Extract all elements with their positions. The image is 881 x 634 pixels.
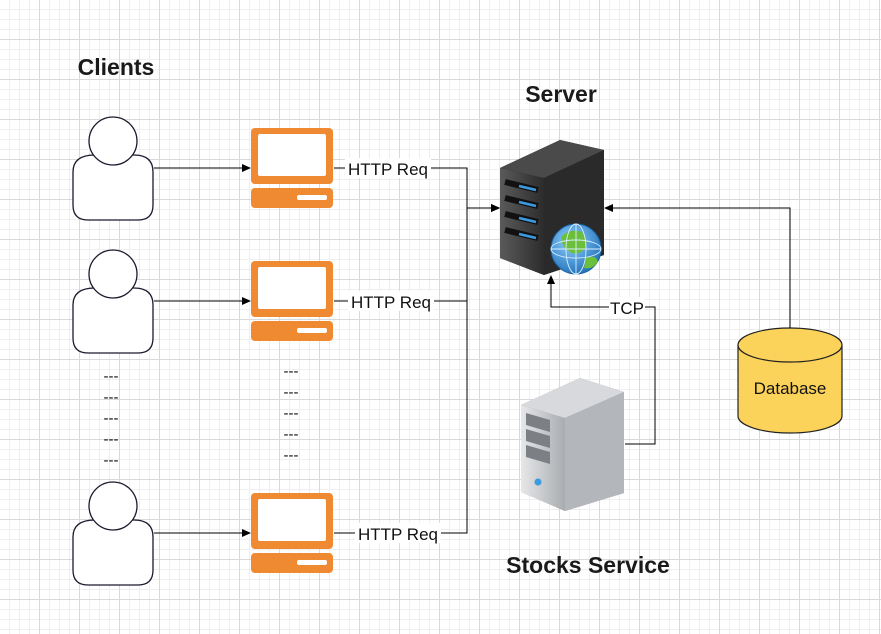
svg-text:---: --- [104,452,119,469]
database-label: Database [754,379,827,398]
stocks-service-title: Stocks Service [506,552,670,578]
globe-icon [550,223,602,275]
computer-icon-3[interactable] [251,493,333,573]
edge-label-http-3: HTTP Req [358,525,438,544]
stocks-to-server-edge [547,275,656,445]
user-1[interactable] [72,116,154,221]
edge-label-http-2: HTTP Req [351,293,431,312]
svg-text:---: --- [104,431,119,448]
edge-label-http-1: HTTP Req [348,160,428,179]
svg-text:---: --- [284,363,299,380]
user-3[interactable] [72,481,154,586]
svg-text:---: --- [284,447,299,464]
database-to-server-edge [604,204,791,328]
svg-text:---: --- [284,405,299,422]
server-title: Server [525,81,597,107]
edge-label-tcp: TCP [610,299,644,318]
svg-text:---: --- [104,368,119,385]
database-cylinder[interactable] [737,327,843,434]
computer-3-to-server-edge [334,204,500,534]
computer-icon-2[interactable] [251,261,333,341]
computers-ellipsis: --- --- --- --- --- [284,363,299,464]
svg-text:---: --- [104,410,119,427]
clients-title: Clients [78,54,155,80]
clients-ellipsis: --- --- --- --- --- [104,368,119,469]
computer-2-to-server-edge [334,204,500,302]
svg-text:---: --- [104,389,119,406]
stocks-service-server-icon[interactable] [521,378,624,511]
user-2[interactable] [72,249,154,354]
svg-text:---: --- [284,426,299,443]
computer-icon-1[interactable] [251,128,333,208]
svg-text:---: --- [284,384,299,401]
